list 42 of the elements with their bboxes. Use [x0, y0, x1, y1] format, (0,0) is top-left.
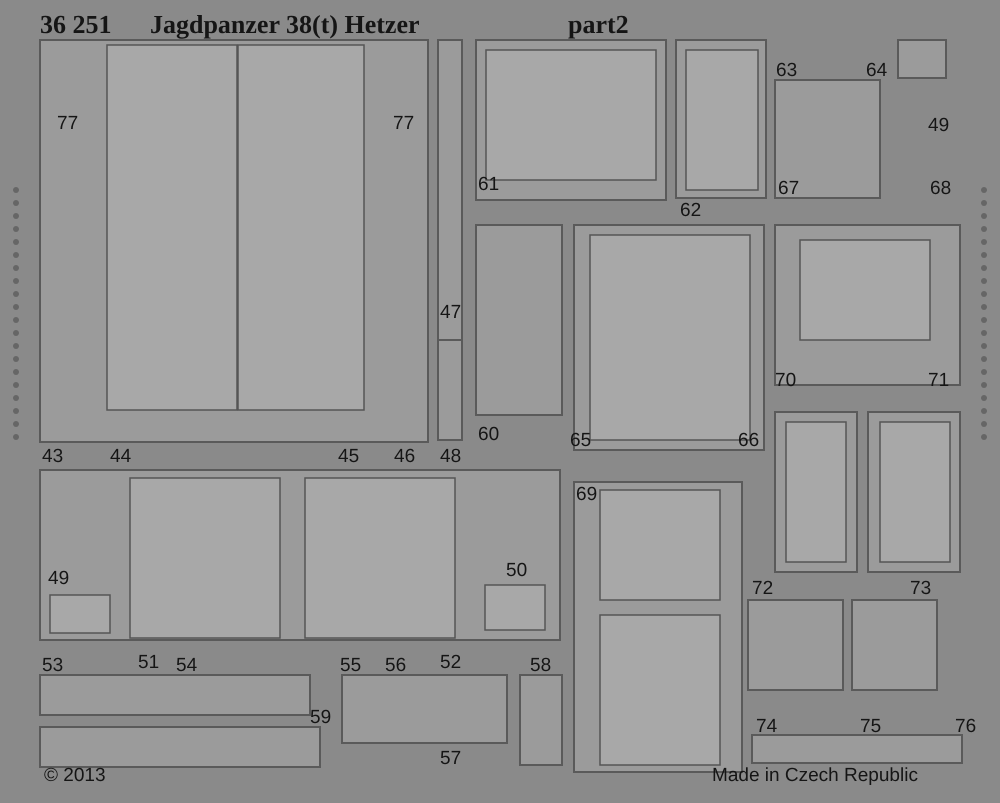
part-number: 64: [866, 60, 888, 82]
part-number: 77: [393, 113, 414, 135]
part-number: 75: [860, 716, 882, 738]
part-number: 44: [110, 446, 132, 468]
copyright-text: © 2013: [44, 765, 106, 787]
part-number: 57: [440, 748, 462, 770]
part-number: 69: [576, 484, 598, 506]
part-number: 65: [570, 430, 592, 452]
part-number: 67: [778, 178, 800, 200]
part-number: 60: [478, 424, 500, 446]
part-number: 49: [48, 568, 70, 590]
part-number: 59: [310, 707, 332, 729]
part-number: 58: [530, 655, 552, 677]
part-number: 71: [928, 370, 950, 392]
part-number: 61: [478, 174, 500, 196]
part-number: 66: [738, 430, 760, 452]
part-number: 54: [176, 655, 198, 677]
part-number: 76: [955, 716, 976, 738]
part-number: 46: [394, 446, 416, 468]
part-number: 43: [42, 446, 64, 468]
part-number: 68: [930, 178, 952, 200]
part-number: 72: [752, 578, 774, 600]
part-number: 52: [440, 652, 462, 674]
title-text: Jagdpanzer 38(t) Hetzer: [150, 10, 420, 40]
title-text: 36 251: [40, 10, 112, 40]
part-number: 48: [440, 446, 462, 468]
part-number: 73: [910, 578, 932, 600]
part-number: 45: [338, 446, 360, 468]
part-number: 77: [57, 113, 78, 135]
part-number: 51: [138, 652, 160, 674]
part-number: 47: [440, 302, 462, 324]
part-number: 53: [42, 655, 64, 677]
part-number: 49: [928, 115, 950, 137]
part-number: 74: [756, 716, 778, 738]
part-number: 55: [340, 655, 362, 677]
part-number: 70: [775, 370, 796, 392]
part-number: 62: [680, 200, 702, 222]
origin-text: Made in Czech Republic: [712, 765, 918, 787]
part-number: 56: [385, 655, 406, 677]
part-number: 63: [776, 60, 798, 82]
title-text: part2: [568, 10, 629, 40]
part-number: 50: [506, 560, 528, 582]
